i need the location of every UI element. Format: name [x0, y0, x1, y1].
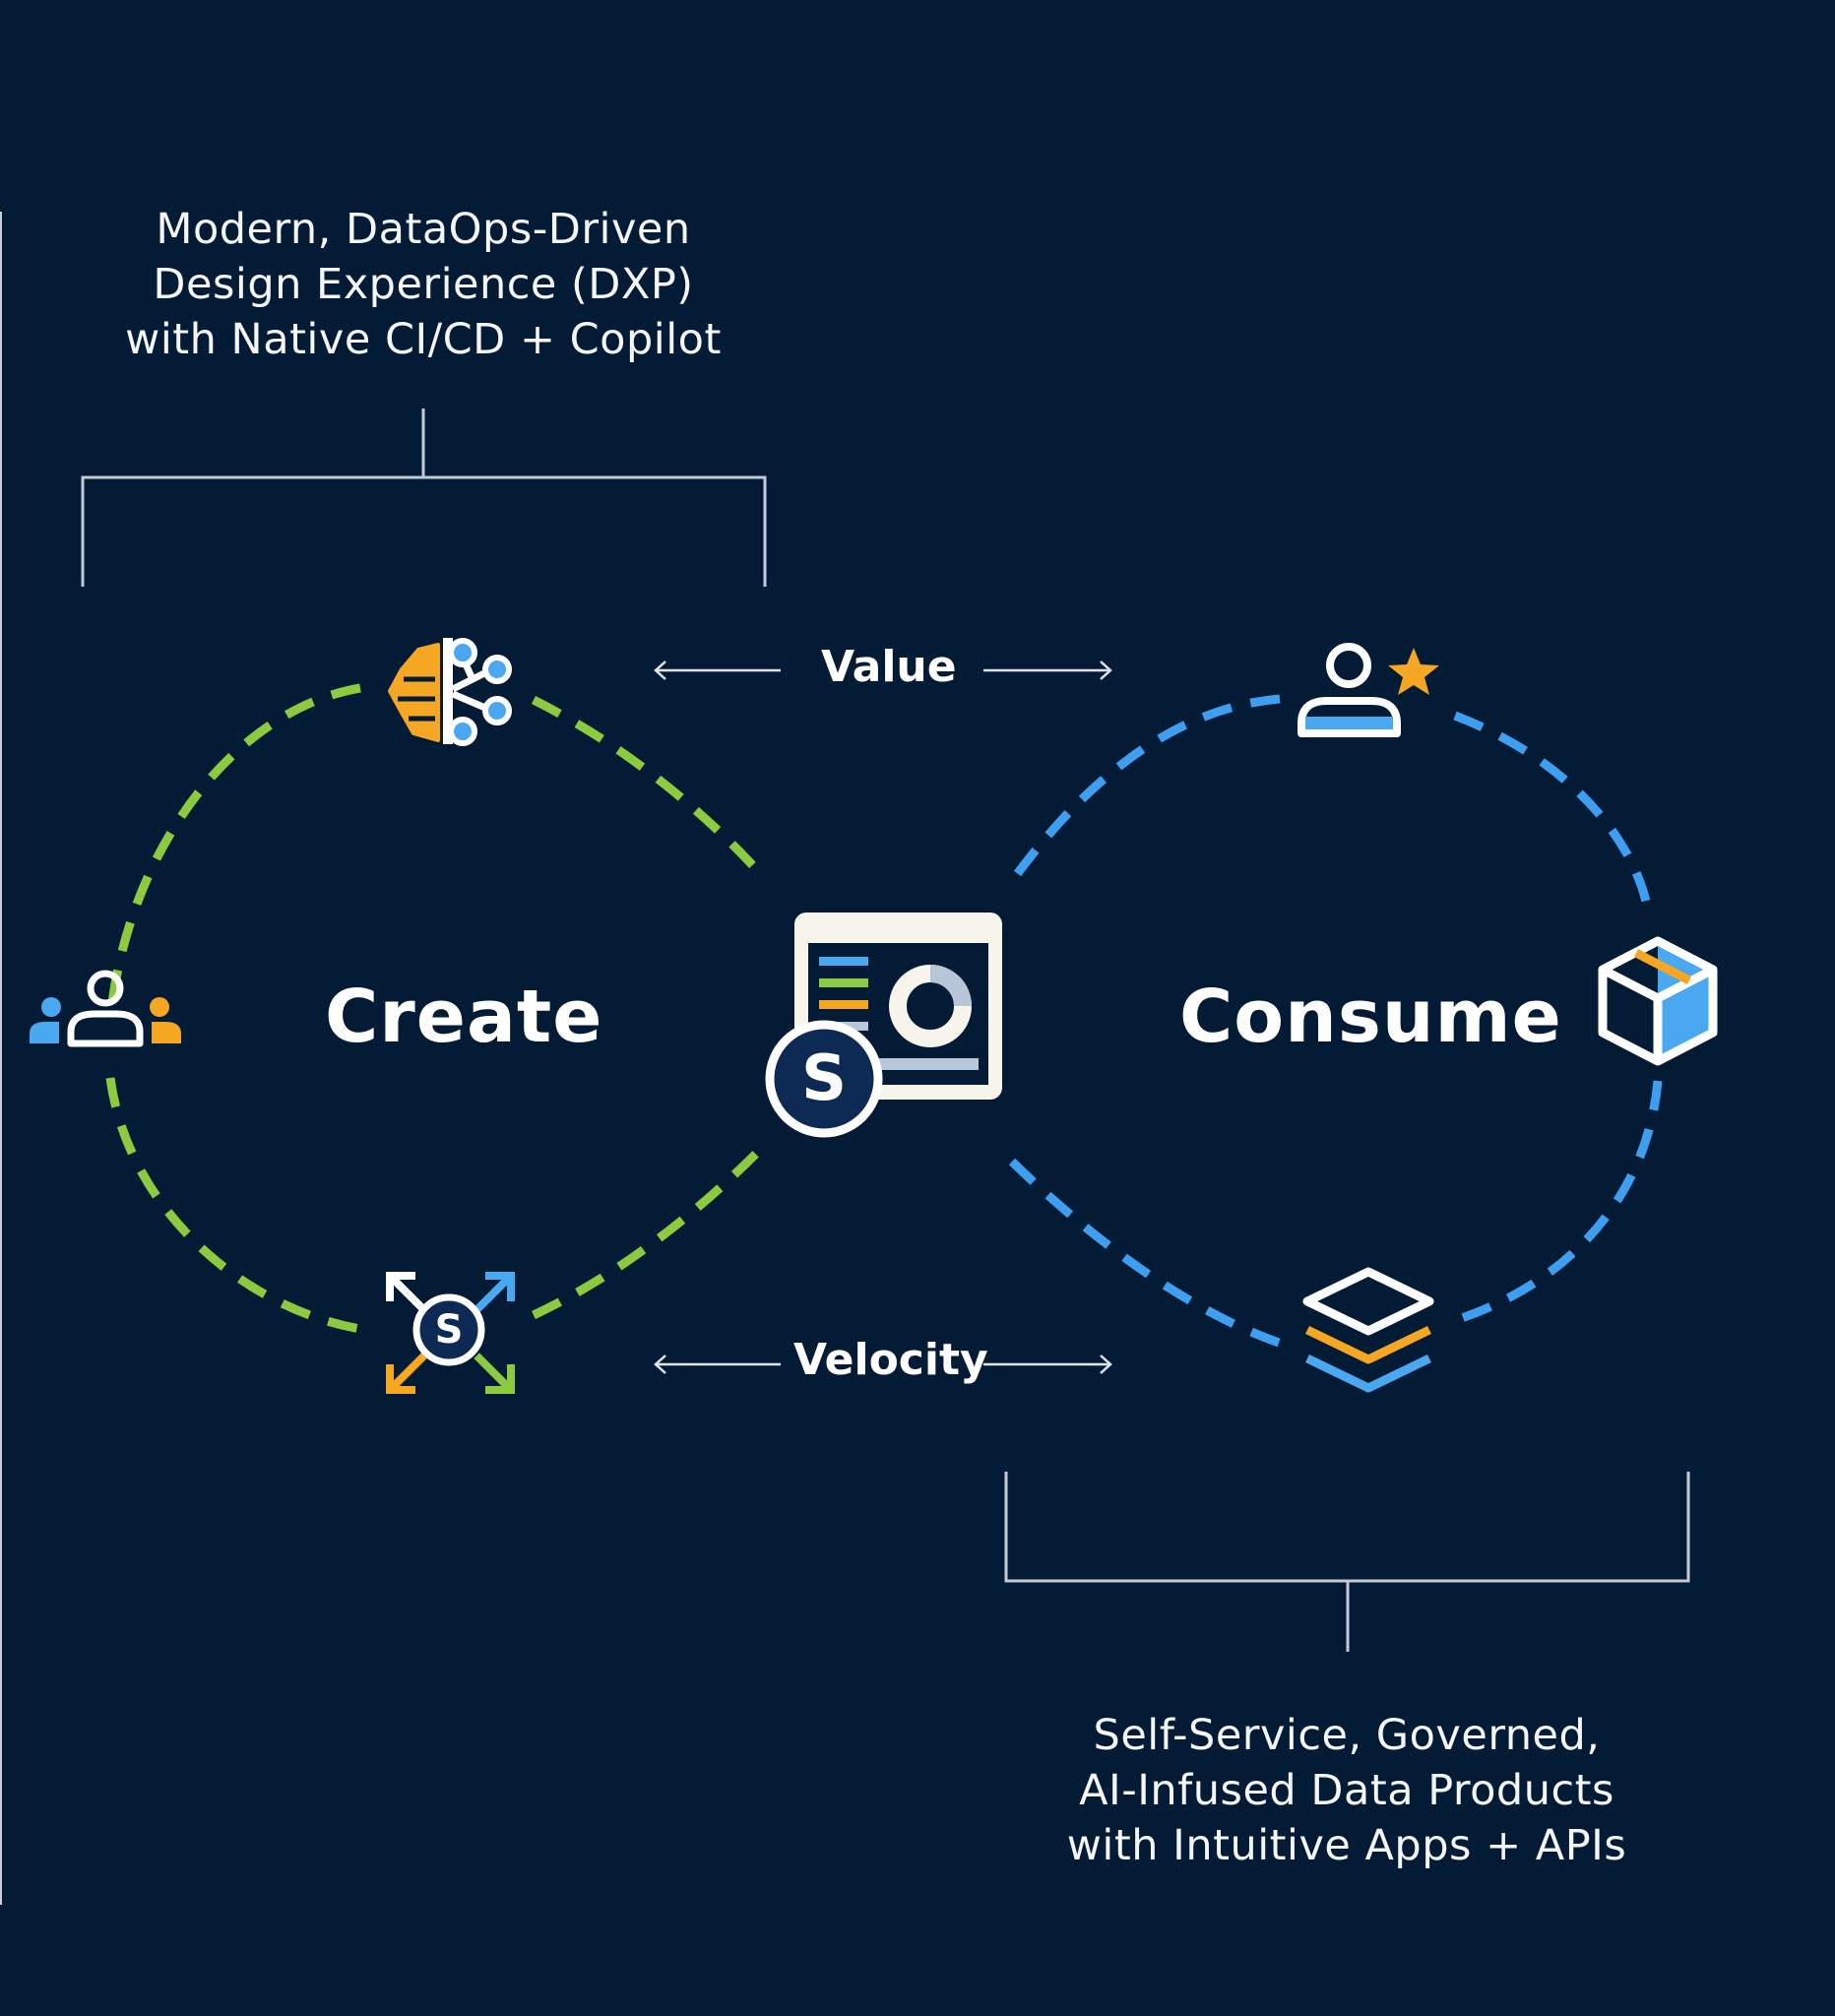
top-caption-line-3: with Native CI/CD + Copilot — [125, 315, 722, 364]
create-loop — [105, 683, 762, 1334]
bottom-caption-line-2: AI-Infused Data Products — [1079, 1766, 1614, 1815]
layers-stack-icon — [1302, 1267, 1434, 1393]
top-caption-line-2: Design Experience (DXP) — [153, 260, 694, 309]
left-edge-rule — [0, 212, 2, 1905]
user-star-icon — [1297, 643, 1439, 737]
bottom-caption-line-1: Self-Service, Governed, — [1093, 1711, 1601, 1760]
value-label: Value — [821, 642, 957, 692]
bottom-caption-line-3: with Intuitive Apps + APIs — [1066, 1821, 1627, 1870]
top-caption-line-1: Modern, DataOps-Driven — [156, 205, 691, 254]
team-icon — [30, 970, 181, 1047]
small-s-badge: S — [434, 1307, 464, 1353]
consume-loop — [1008, 694, 1663, 1349]
velocity-label: Velocity — [793, 1335, 988, 1385]
bottom-caption: Self-Service, Governed, AI-Infused Data … — [1002, 1708, 1691, 1873]
dashboard-card-icon — [765, 913, 1002, 1138]
top-caption: Modern, DataOps-Driven Design Experience… — [59, 202, 788, 367]
package-box-icon — [1598, 936, 1718, 1066]
velocity-arrows — [654, 1354, 1112, 1374]
consume-label: Consume — [1179, 975, 1562, 1059]
top-bracket — [81, 409, 767, 587]
expand-arrows-icon — [386, 1272, 515, 1394]
bottom-bracket — [1004, 1472, 1690, 1652]
value-arrows — [654, 661, 1112, 680]
create-label: Create — [325, 975, 603, 1059]
brain-network-icon — [388, 638, 512, 746]
big-s-badge: S — [800, 1042, 848, 1115]
